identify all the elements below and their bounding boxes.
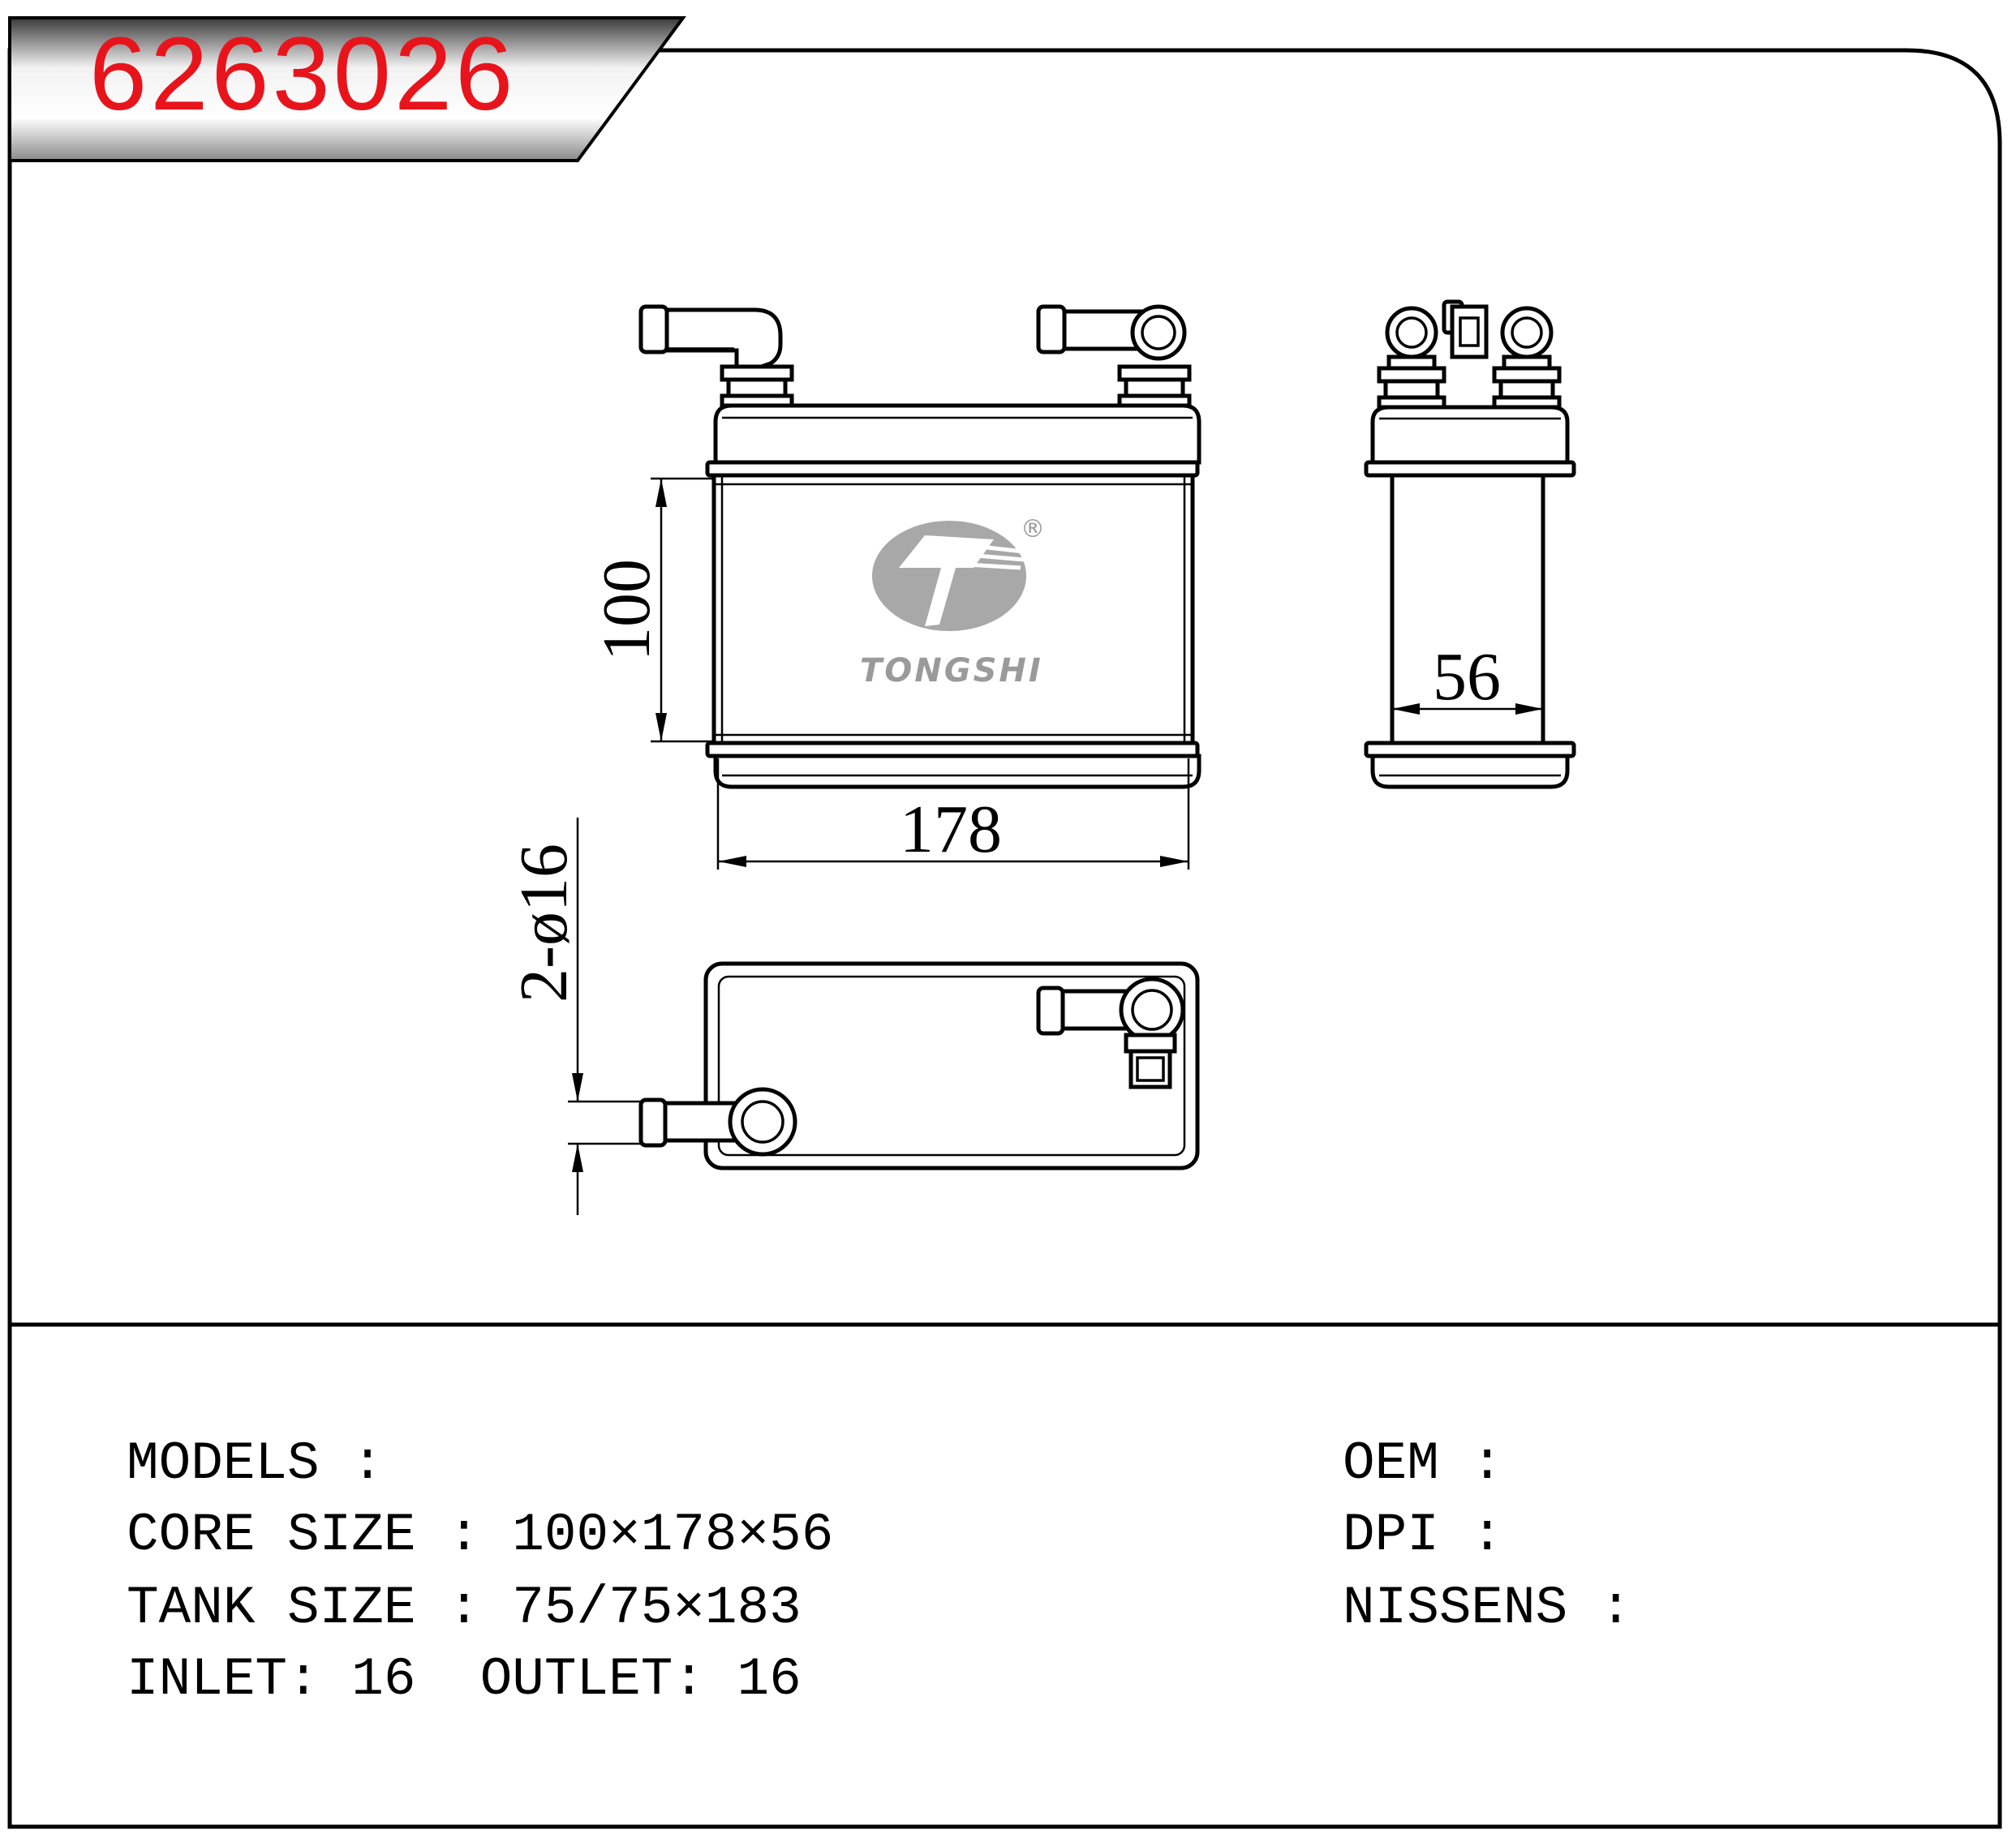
part-number-title: 6263026	[89, 16, 517, 132]
dim-depth: 56	[1392, 639, 1543, 715]
registered-mark: ®	[1021, 515, 1045, 543]
top-tank	[713, 403, 1201, 465]
core	[711, 473, 1195, 745]
dim-width: 178	[716, 758, 1190, 870]
core-size-value: 100×178×56	[512, 1505, 834, 1566]
tank-size-value: 75/75×183	[512, 1578, 802, 1639]
spec-oem: OEM :	[1343, 1433, 1504, 1494]
dim-height: 100	[589, 477, 714, 743]
dim-pipe-label: 2-ø16	[506, 844, 582, 1003]
bottom-tank	[713, 754, 1201, 789]
spec-core-size: CORE SIZE : 100×178×56	[127, 1505, 834, 1566]
dim-pipe-diameter: 2-ø16	[506, 818, 641, 1215]
spec-models: MODELS :	[127, 1433, 384, 1494]
top-view: 2-ø16	[506, 818, 1200, 1215]
tongshi-logo: ® TONGSHI	[860, 515, 1045, 689]
side-bottom-tank	[1370, 754, 1570, 789]
spec-nissens: NISSENS :	[1343, 1578, 1632, 1639]
spec-tank-size: TANK SIZE : 75/75×183	[127, 1578, 802, 1639]
spec-inlet-outlet: INLET: 16 OUTLET: 16	[127, 1649, 802, 1710]
title-banner	[8, 16, 686, 162]
inlet-value: 16	[351, 1649, 416, 1710]
side-top-tank	[1370, 405, 1570, 465]
front-view: ® TONGSHI 100 178	[589, 304, 1201, 870]
spec-dpi: DPI :	[1343, 1505, 1504, 1566]
outer-frame	[7, 48, 2002, 1829]
outlet-value: 16	[737, 1649, 802, 1710]
side-view: 56	[1364, 299, 1576, 789]
dim-depth-label: 56	[1433, 639, 1501, 715]
dim-width-label: 178	[900, 792, 1002, 867]
logo-text: TONGSHI	[860, 652, 1043, 689]
inlet-pipe-front	[638, 304, 794, 408]
outlet-pipe-front	[1036, 304, 1192, 408]
dim-height-label: 100	[589, 559, 664, 661]
